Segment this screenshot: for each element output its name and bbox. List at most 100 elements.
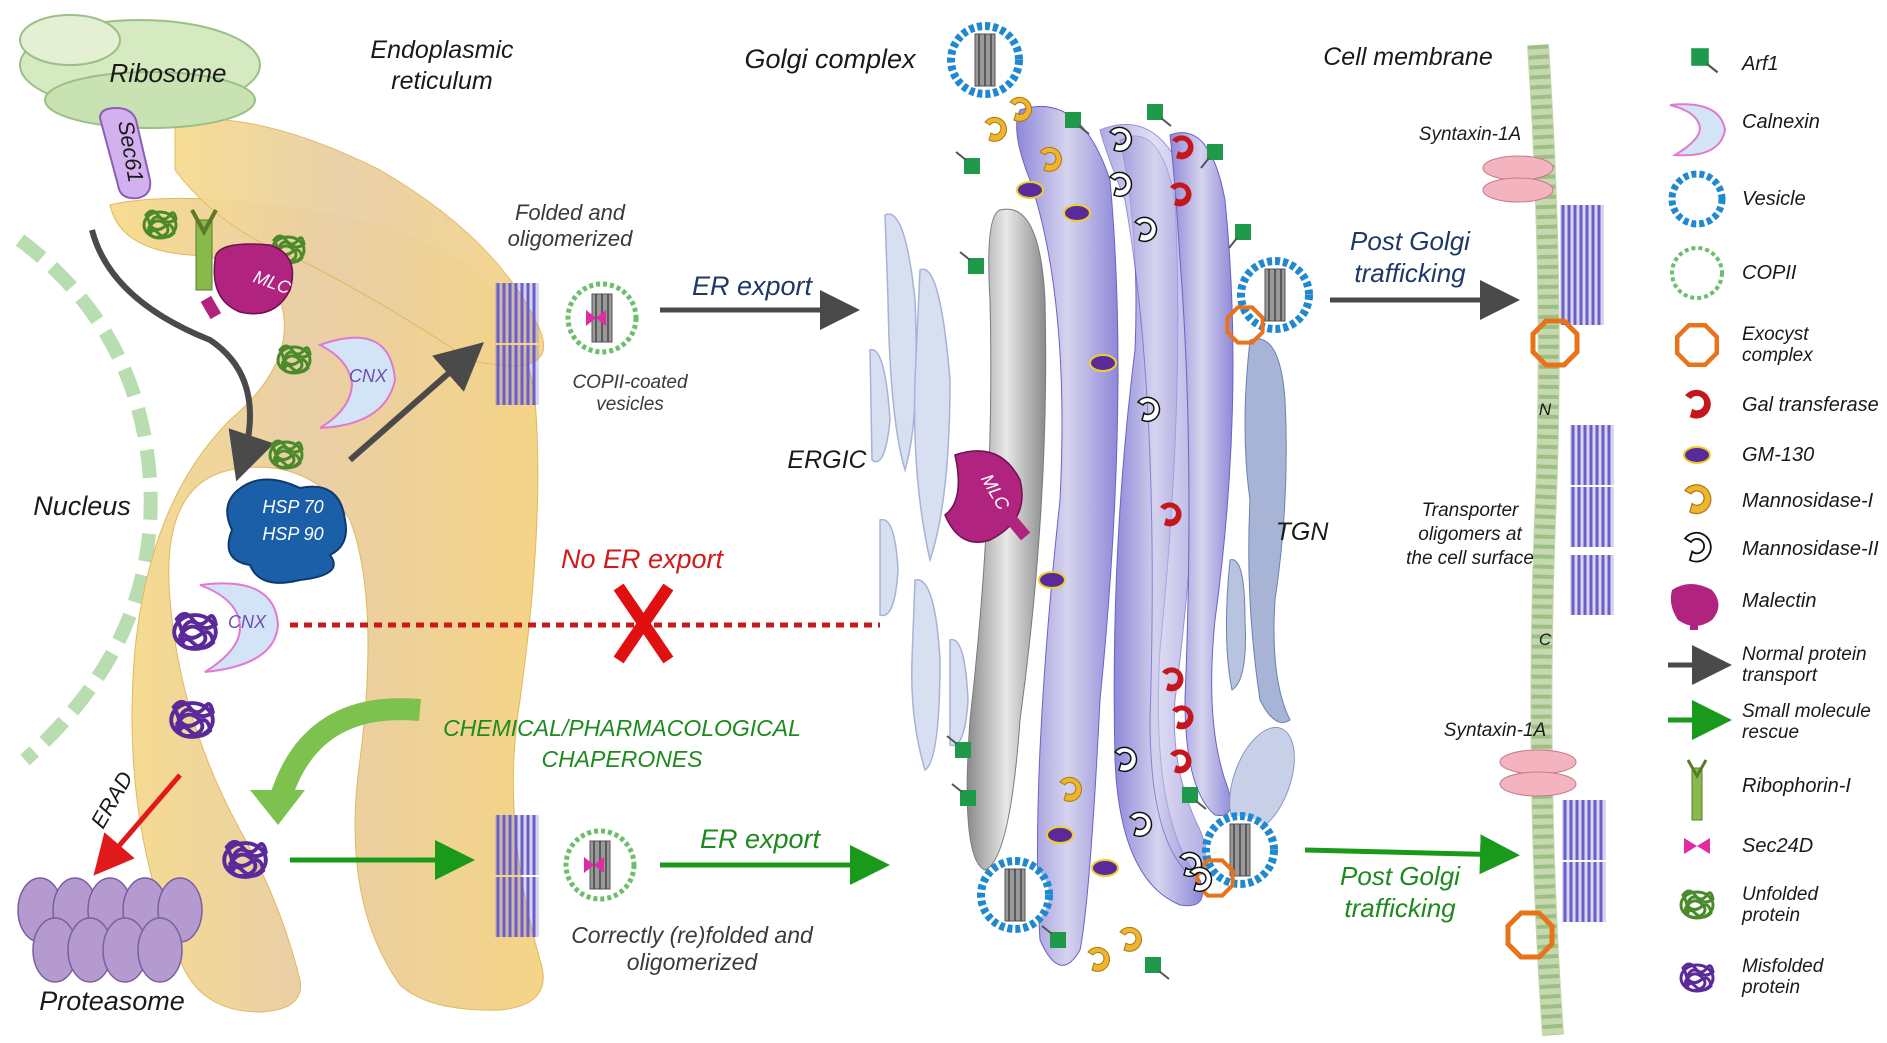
misfolded-protein-icon <box>1679 962 1715 993</box>
copii-icon <box>1670 246 1724 300</box>
legend-item-unfolded: Unfolded protein <box>1679 884 1819 926</box>
legend-label: COPII <box>1742 262 1797 284</box>
legend-item-ribophorin: Ribophorin-I <box>1686 759 1851 821</box>
syntaxin-label-bottom: Syntaxin-1A <box>1444 720 1546 741</box>
hsp-chaperone <box>226 478 347 584</box>
golgi-cisterna-2 <box>1016 105 1119 966</box>
folding-export-arrow <box>348 342 485 463</box>
legend-item-misfolded: Misfolded protein <box>1679 956 1825 998</box>
legend-label-2: protein <box>1741 977 1800 998</box>
n-terminus-label: N <box>1539 400 1552 419</box>
calnexin-upper <box>317 336 397 429</box>
ribophorin-icon <box>1686 759 1708 821</box>
legend-item-normal-transport: Normal protein transport <box>1668 644 1867 686</box>
gm130-icon <box>1683 446 1711 464</box>
transporter-middle <box>1568 423 1616 617</box>
legend-label: Arf1 <box>1741 53 1779 75</box>
transporter-label-line3: the cell surface <box>1406 548 1534 569</box>
nucleus-label: Nucleus <box>33 491 131 521</box>
cell-membrane-dots <box>1528 44 1563 1036</box>
hsp70-label: HSP 70 <box>262 497 323 517</box>
transporter-label-line1: Transporter <box>1422 500 1519 521</box>
sec61-channel <box>98 106 152 200</box>
syntaxin-1a-top <box>1482 155 1554 203</box>
mannosidase-ii-icon <box>1684 531 1712 563</box>
sec24d-icon <box>1684 838 1710 854</box>
malectin-icon <box>1670 584 1719 630</box>
legend-item-arf1: Arf1 <box>1690 47 1779 75</box>
copii-vesicle-bottom <box>566 831 634 899</box>
folded-label-line1: Folded and <box>515 200 626 225</box>
vesicle-golgi-bottom-left <box>981 861 1049 929</box>
er-label-line2: reticulum <box>391 67 492 95</box>
misfolded-protein-1 <box>172 611 218 651</box>
legend-label: Normal protein <box>1742 644 1867 665</box>
no-er-export-label: No ER export <box>561 544 725 574</box>
tgn-tube <box>1225 559 1246 691</box>
legend-label: Malectin <box>1742 590 1816 612</box>
erad-label: ERAD <box>86 767 138 833</box>
cnx-label-lower: CNX <box>228 612 267 632</box>
calnexin-lower <box>199 582 280 673</box>
vesicle-golgi-right <box>1241 261 1309 329</box>
post-golgi-label-top-line1: Post Golgi <box>1350 226 1471 256</box>
proteasome <box>17 877 203 983</box>
legend-item-rescue: Small molecule rescue <box>1668 700 1871 743</box>
legend-label: Gal transferase <box>1742 394 1879 416</box>
golgi-label: Golgi complex <box>744 44 917 74</box>
translocation-arrow <box>89 229 275 482</box>
legend-label: Mannosidase-II <box>1742 538 1879 560</box>
chaperones-label-line1: CHEMICAL/PHARMACOLOGICAL <box>443 715 801 741</box>
chaperone-rescue-arrowhead <box>250 790 305 825</box>
ribosome-label: Ribosome <box>109 58 226 88</box>
chaperone-rescue-arrow <box>269 698 421 804</box>
transporter-bottom <box>1560 798 1608 924</box>
legend-label-2: complex <box>1742 345 1814 366</box>
legend-item-mannosidase-i: Mannosidase-I <box>1684 484 1874 515</box>
legend-label: Ribophorin-I <box>1742 775 1851 797</box>
copii-vesicle-top <box>568 284 636 352</box>
transporter-label-line2: oligomers at <box>1418 524 1522 545</box>
cell-membrane-label: Cell membrane <box>1323 43 1493 71</box>
legend-item-sec24d: Sec24D <box>1684 835 1813 857</box>
unfolded-protein-icon <box>1679 889 1715 920</box>
legend-label: Vesicle <box>1742 188 1806 210</box>
post-golgi-label-bottom-line2: trafficking <box>1344 893 1456 923</box>
legend-label-2: protein <box>1741 905 1800 926</box>
legend: Arf1 Calnexin Vesicle COPII Exocyst comp… <box>1668 47 1879 998</box>
post-golgi-label-top-line2: trafficking <box>1354 258 1466 288</box>
c-terminus-label: C <box>1539 630 1552 649</box>
syntaxin-1a-bottom <box>1499 749 1577 797</box>
legend-item-copii: COPII <box>1670 246 1797 300</box>
legend-item-malectin: Malectin <box>1670 584 1816 630</box>
malectin-golgi <box>944 450 1031 543</box>
legend-label: Small molecule <box>1742 701 1871 722</box>
refolded-label-line2: oligomerized <box>627 949 759 975</box>
ribosome <box>19 14 261 129</box>
vesicle-golgi-top <box>951 26 1019 94</box>
tgn-label: TGN <box>1276 518 1330 546</box>
ergic-label: ERGIC <box>787 446 867 474</box>
copii-label-line2: vesicles <box>596 394 664 415</box>
post-golgi-arrow-bottom <box>1304 834 1520 875</box>
legend-label: GM-130 <box>1742 444 1814 466</box>
trans-golgi-network <box>1244 338 1291 723</box>
syntaxin-label-top: Syntaxin-1A <box>1419 124 1521 145</box>
chaperones-label-line2: CHAPERONES <box>541 746 703 772</box>
legend-label: Unfolded <box>1742 884 1819 905</box>
legend-item-calnexin: Calnexin <box>1669 103 1820 157</box>
hsp90-label: HSP 90 <box>262 524 323 544</box>
arf1-icon <box>1690 47 1719 74</box>
block-x-icon <box>613 583 674 664</box>
legend-label: Calnexin <box>1742 111 1820 133</box>
vesicle-golgi-bottom-right <box>1206 816 1274 884</box>
legend-item-gal-transferase: Gal transferase <box>1685 389 1879 419</box>
calnexin-icon <box>1669 103 1727 157</box>
legend-item-exocyst: Exocyst complex <box>1677 324 1814 366</box>
ergic-compartments <box>869 213 969 772</box>
ribophorin-i <box>190 209 218 291</box>
refolded-label-line1: Correctly (re)folded and <box>571 922 814 948</box>
legend-label: Mannosidase-I <box>1742 490 1874 512</box>
nuclear-envelope <box>15 234 158 766</box>
